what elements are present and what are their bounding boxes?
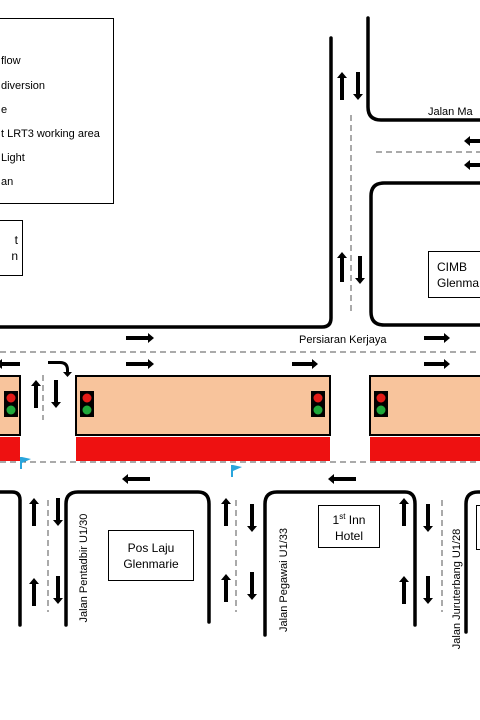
arrow-east-4: [424, 333, 450, 343]
pos-laju-line1: Pos Laju: [127, 540, 175, 555]
arrow-south-left-1: [53, 498, 63, 526]
road-edge-pentadbir-west-pegawai: [64, 490, 211, 627]
arrow-south-kontraktor-2: [355, 256, 365, 284]
inn-line1: 1st Inn: [332, 512, 366, 527]
traffic-light-center-west: [80, 391, 94, 417]
road-name-jalan-pegawai: Jalan Pegawai U1/33: [278, 528, 290, 632]
left-place-line1: t: [14, 233, 18, 247]
cimb-line2: Glenma: [437, 275, 480, 290]
arrow-turn-right: [48, 361, 72, 377]
cimb-line1: CIMB: [437, 259, 467, 274]
legend-item-an: an: [1, 176, 14, 188]
work-area-right: [369, 375, 480, 436]
arrow-north-left-2: [29, 578, 39, 606]
left-place-line2: n: [11, 249, 18, 263]
arrow-west-2: [328, 474, 356, 484]
arrow-north-kontraktor-1: [337, 72, 347, 100]
arrow-west-5: [0, 359, 20, 369]
arrow-north-juruterbang-2: [399, 576, 409, 604]
barrier-right: [370, 437, 480, 461]
left-place-box: t n: [0, 220, 23, 276]
road-edge-jalan-kontraktor-west: [0, 36, 333, 329]
arrow-west-1: [122, 474, 150, 484]
road-edge-juruterbang-east: [464, 490, 480, 634]
pos-laju-line2: Glenmarie: [123, 556, 179, 571]
right-edge-box: [476, 505, 480, 550]
arrow-east-2: [126, 359, 154, 369]
barrier-left: [0, 437, 20, 461]
arrow-east-5: [424, 359, 450, 369]
pos-laju-box: Pos Laju Glenmarie: [108, 530, 194, 581]
barrier-center: [76, 437, 330, 461]
arrow-west-3: [464, 136, 480, 146]
work-area-center: [75, 375, 331, 436]
arrow-west-4: [464, 160, 480, 170]
legend-item-diversion: diversion: [1, 80, 46, 92]
arrow-east-1: [126, 333, 154, 343]
road-edge-jalan-ma-south: [369, 181, 480, 327]
road-edge-pegawai-east: [263, 490, 417, 637]
traffic-light-center-east: [311, 391, 325, 417]
road-name-persiaran-kerjaya: Persiaran Kerjaya: [299, 334, 387, 346]
map-legend: flow diversion e t LRT3 working area Lig…: [0, 18, 114, 204]
cimb-box: CIMB Glenma: [428, 251, 480, 298]
arrow-south-left-2: [53, 576, 63, 604]
arrow-east-3: [292, 359, 318, 369]
road-name-jalan-ma: Jalan Ma: [428, 106, 473, 118]
arrow-south-juruterbang-1: [423, 504, 433, 532]
road-name-jalan-kontraktor: [308, 125, 322, 225]
legend-item-e: e: [1, 104, 8, 116]
traffic-light-left: [4, 391, 18, 417]
arrow-north-pegawai-2: [221, 574, 231, 602]
flag-left: [20, 457, 31, 469]
arrow-south-pegawai-1: [247, 504, 257, 532]
arrow-north-pegawai-1: [221, 498, 231, 526]
road-name-jalan-juruterbang: Jalan Juruterbang U1/28: [451, 528, 463, 650]
legend-item-flow: flow: [1, 55, 21, 67]
legend-item-lrt3-working-area: t LRT3 working area: [1, 128, 100, 140]
arrow-north-kontraktor-2: [337, 252, 347, 282]
inn-hotel-box: 1st Inn Hotel: [318, 505, 380, 548]
arrow-south-kontraktor-1: [353, 72, 363, 100]
road-name-jalan-pentadbir: Jalan Pentadbir U1/30: [78, 513, 90, 623]
arrow-south-juruterbang-2: [423, 576, 433, 604]
arrow-south-pentadbir-a: [51, 380, 61, 408]
arrow-north-pentadbir-a: [31, 380, 41, 408]
inn-line2: Hotel: [334, 529, 363, 543]
flag-center: [231, 465, 242, 477]
legend-item-traffic-light: Light: [1, 152, 25, 164]
arrow-north-juruterbang-1: [399, 498, 409, 526]
arrow-north-left-1: [29, 498, 39, 526]
road-edge-jalan-kontraktor-east-north: [366, 16, 480, 122]
arrow-south-pegawai-2: [247, 572, 257, 600]
road-edge-left-stub: [0, 490, 22, 627]
traffic-light-right: [374, 391, 388, 417]
